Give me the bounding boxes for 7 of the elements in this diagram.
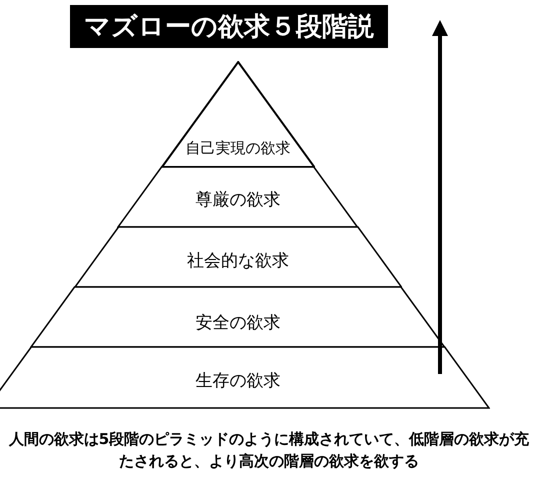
layer-label: 安全の欲求 [194,312,282,334]
title-banner: マズローの欲求５段階説 [70,5,388,48]
layer-label: 生存の欲求 [194,370,282,392]
layer-label: 社会的な欲求 [186,250,290,272]
caption: 人間の欲求は5段階のピラミッドのように構成されていて、低階層の欲求が充たされると、より高次の階層の欲求を欲する [8,429,530,472]
layer-label: 尊厳の欲求 [194,189,282,211]
layer-label: 自己実現の欲求 [184,139,292,158]
